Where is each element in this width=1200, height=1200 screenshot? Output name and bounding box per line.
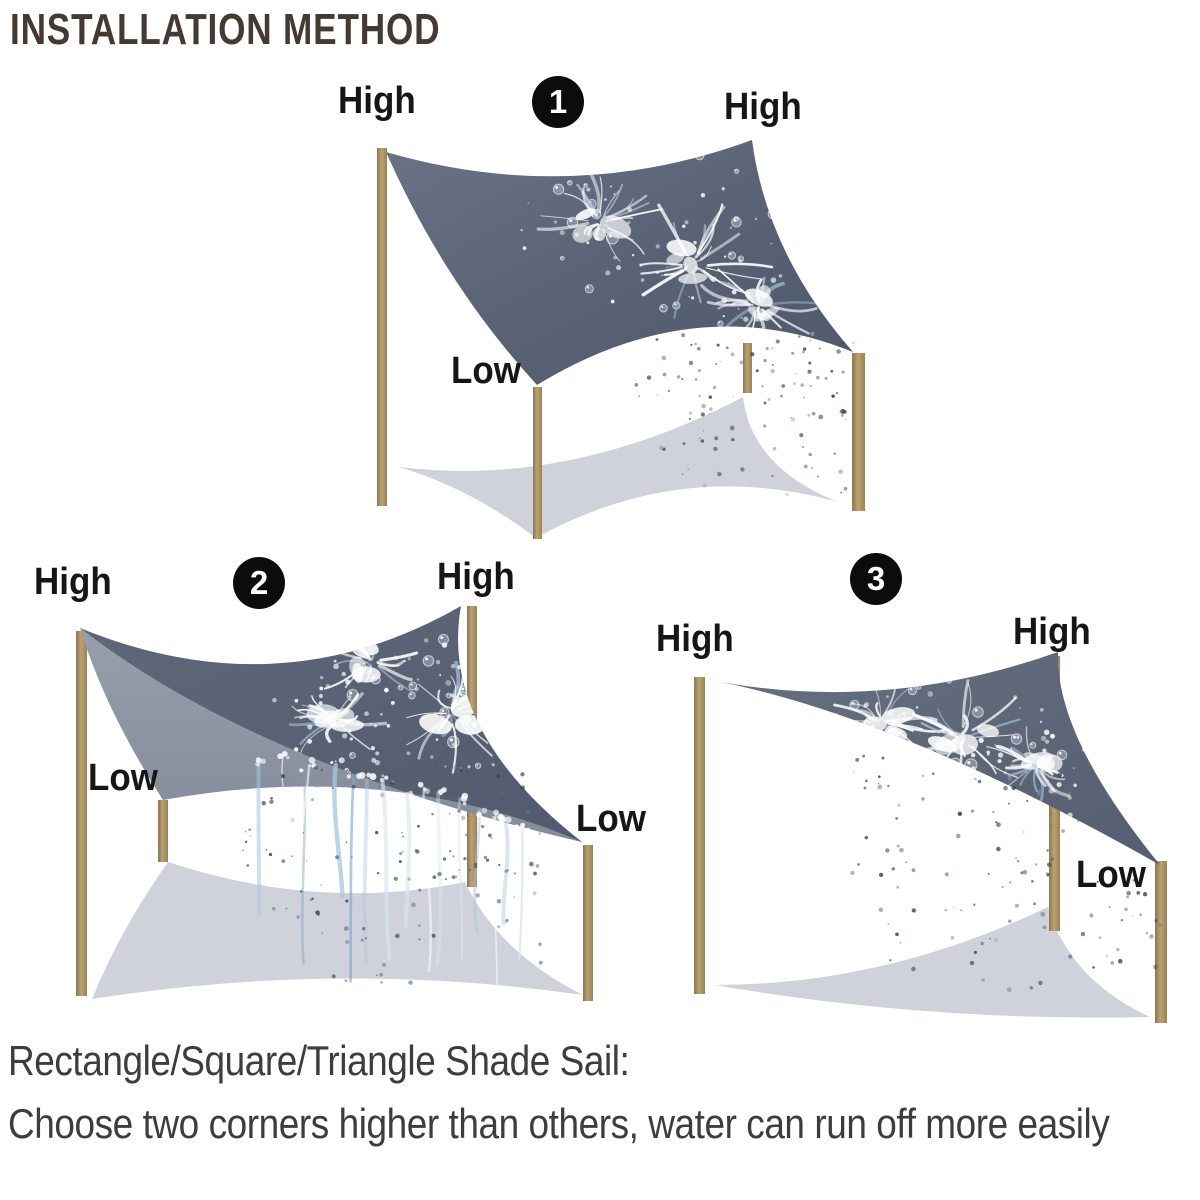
pole-front-left-2 (158, 800, 168, 862)
diagram-1-canvas (377, 140, 865, 539)
ground-shadow-3 (715, 907, 1150, 1018)
ground-shadow-2 (92, 862, 583, 999)
label-high-1-left: High (338, 80, 416, 122)
label-low-3: Low (1076, 854, 1146, 896)
label-high-3-right: High (1013, 611, 1091, 653)
pole-back-left-1 (377, 148, 387, 506)
pole-back-mid-1 (743, 343, 752, 393)
page-title: INSTALLATION METHOD (10, 5, 441, 54)
pole-back-left-2 (76, 631, 87, 996)
step-number-2: 2 (249, 564, 269, 601)
diagram-3-canvas (694, 652, 1167, 1023)
shade-sail-1 (386, 140, 853, 385)
label-high-3-left: High (656, 618, 734, 660)
ground-shadow-1 (399, 397, 838, 538)
water-spray-3 (850, 754, 1162, 992)
label-low-1: Low (451, 350, 521, 392)
water-spray-1 (634, 331, 855, 496)
step-badge-3: 3 (850, 553, 902, 605)
pole-front-right-2 (583, 845, 593, 1001)
pole-front-right-3 (1155, 861, 1167, 1023)
caption-line-1: Rectangle/Square/Triangle Shade Sail: (8, 1037, 630, 1084)
shade-sail-2-light-face (80, 628, 582, 842)
step-badge-2: 2 (233, 557, 285, 609)
water-splash-on-sail-1 (520, 150, 831, 365)
step-number-1: 1 (548, 83, 568, 120)
pole-left-3 (694, 677, 705, 994)
pole-front-left-1 (533, 387, 542, 539)
step-number-3: 3 (866, 560, 886, 597)
water-runoff-cascade-2 (255, 750, 531, 1015)
label-low-2-right: Low (576, 798, 646, 840)
diagram-2-canvas (76, 606, 593, 1015)
caption-line-2: Choose two corners higher than others, w… (8, 1100, 1110, 1147)
label-high-2-left: High (34, 561, 112, 603)
shade-sail-3 (705, 652, 1160, 865)
label-high-2-right: High (437, 556, 515, 598)
label-high-1-right: High (724, 86, 802, 128)
step-badge-1: 1 (532, 76, 584, 128)
pole-right-1 (852, 353, 865, 511)
label-low-2-left: Low (88, 757, 158, 799)
water-spray-2 (242, 764, 543, 985)
